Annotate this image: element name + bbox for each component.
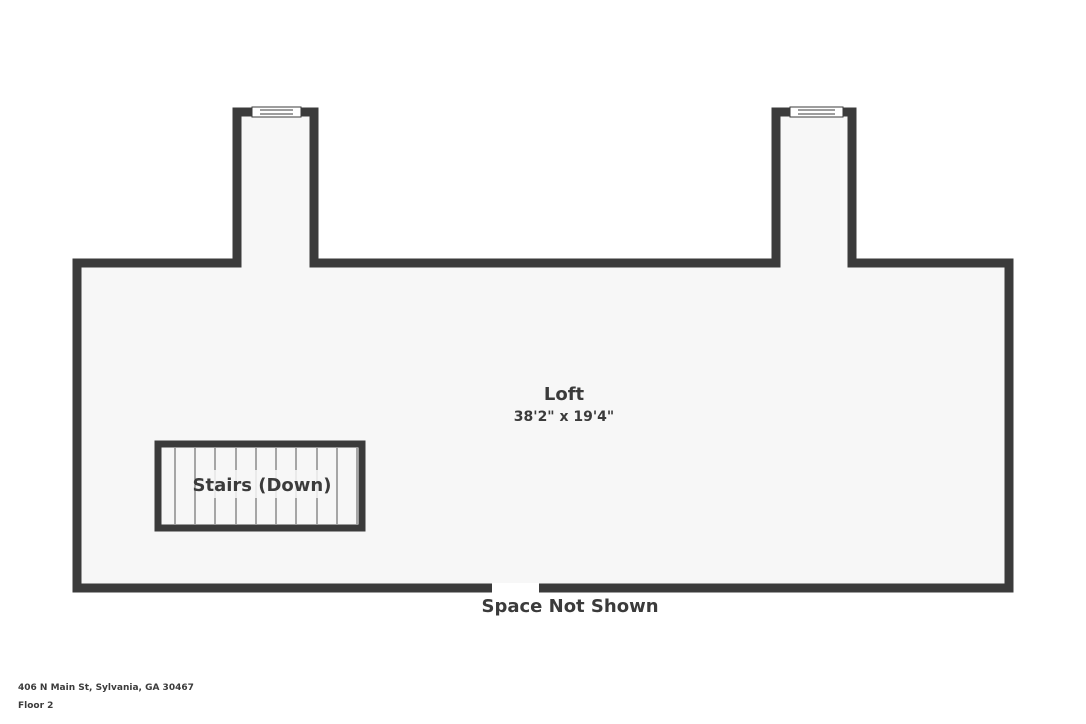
stairs: Stairs (Down) — [154, 440, 366, 532]
room-dimensions-loft: 38'2" x 19'4" — [514, 409, 614, 425]
room-name-loft: Loft — [544, 384, 585, 405]
window-right — [789, 106, 844, 118]
footer-address: 406 N Main St, Sylvania, GA 30467 — [18, 683, 194, 693]
footer-floor: Floor 2 — [18, 701, 54, 711]
stairs-label: Stairs (Down) — [193, 475, 332, 496]
loft-walls — [72, 107, 1014, 593]
window-left — [251, 106, 302, 118]
wall-opening — [492, 583, 539, 593]
space-not-shown-label: Space Not Shown — [481, 596, 658, 617]
